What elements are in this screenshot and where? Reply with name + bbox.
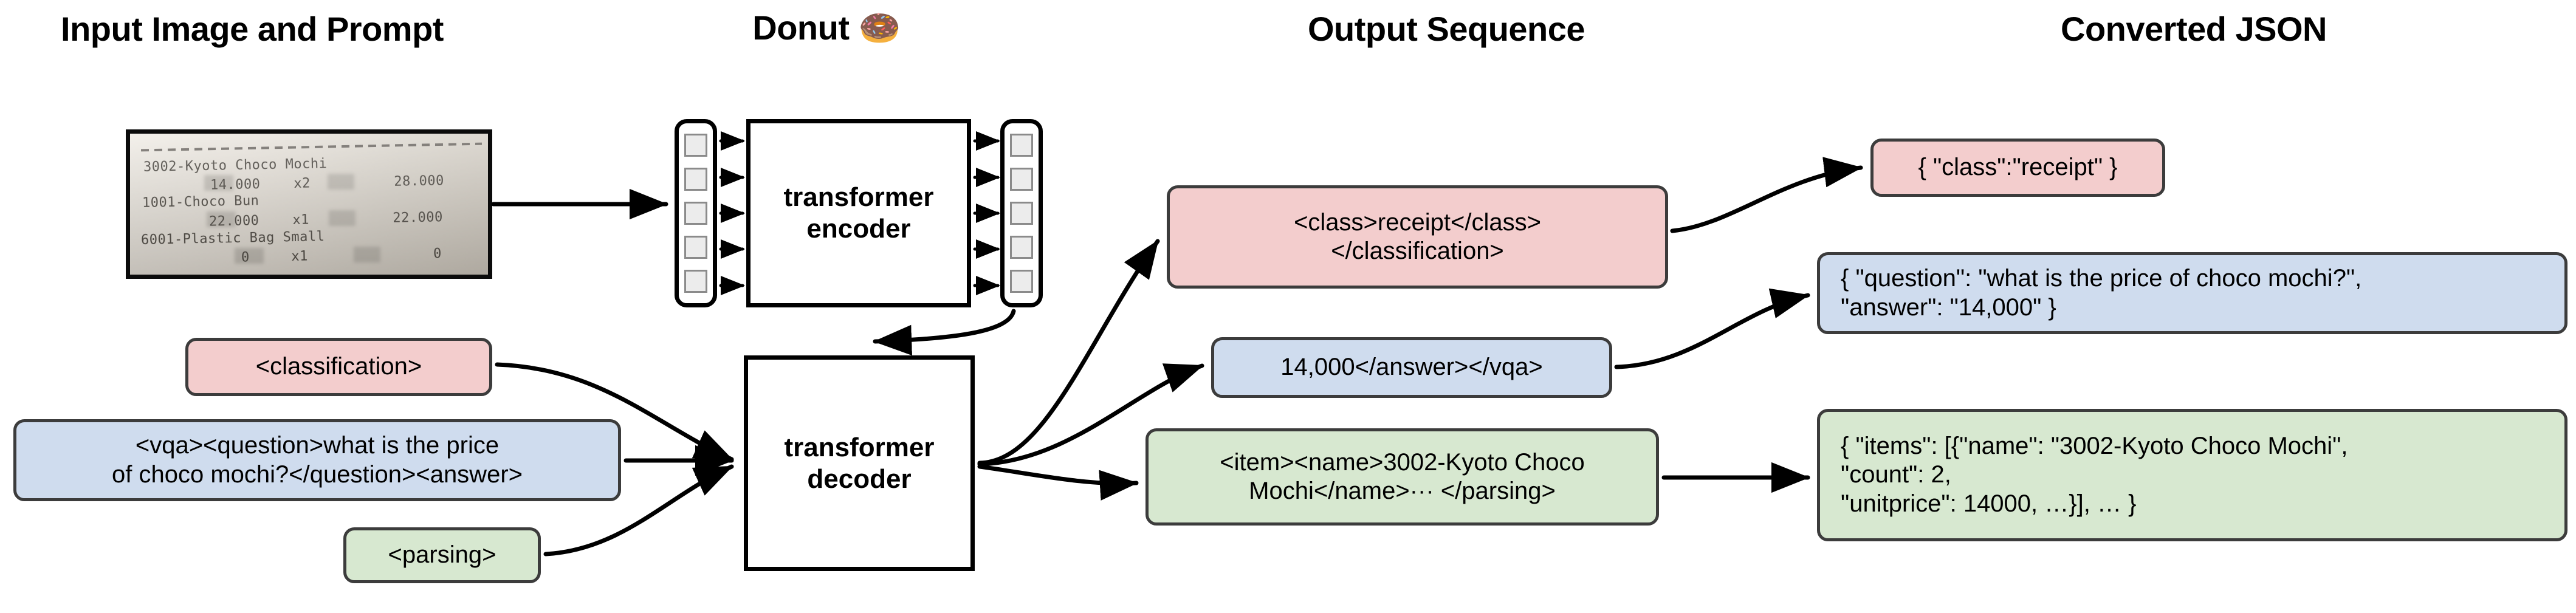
arrow-output-to-json-classification: [1670, 157, 1863, 233]
heading-donut: Donut 🍩: [752, 9, 901, 47]
prompt-box-parsing[interactable]: <parsing>: [343, 527, 541, 583]
token-square: [1010, 270, 1033, 293]
encoder-input-token-strip: [675, 119, 717, 307]
converted-json-vqa[interactable]: { "question": "what is the price of choc…: [1817, 252, 2567, 334]
encoder-output-token-strip: [1000, 119, 1043, 307]
token-square: [684, 270, 707, 293]
token-square: [1010, 134, 1033, 157]
redaction-box: [354, 247, 380, 262]
heading-converted-json: Converted JSON: [2061, 10, 2327, 48]
prompt-box-vqa[interactable]: <vqa><question>what is the price of choc…: [13, 419, 621, 501]
token-square: [684, 236, 707, 259]
heading-output-sequence: Output Sequence: [1307, 10, 1585, 48]
token-square: [684, 134, 707, 157]
token-square: [1010, 236, 1033, 259]
prompt-box-classification[interactable]: <classification>: [185, 338, 492, 396]
arrow-decoder-to-output-parsing: [977, 464, 1139, 501]
heading-input-image-and-prompt: Input Image and Prompt: [61, 10, 444, 48]
token-square: [1010, 168, 1033, 191]
receipt-line: 1001-Choco Bun: [142, 193, 259, 211]
redaction-box: [235, 248, 264, 264]
arrow-output-to-json-vqa: [1614, 288, 1810, 369]
redaction-box: [204, 175, 233, 191]
output-sequence-parsing[interactable]: <item><name>3002-Kyoto Choco Mochi</name…: [1145, 428, 1659, 526]
input-receipt-image: 3002-Kyoto Choco Mochi 14.000 x2 28.000 …: [126, 129, 492, 279]
output-sequence-vqa[interactable]: 14,000</answer></vqa>: [1211, 337, 1612, 398]
transformer-encoder-block: transformer encoder: [746, 119, 971, 307]
arrow-encoder-to-decoder: [873, 309, 1016, 356]
token-square: [1010, 202, 1033, 225]
token-square: [684, 168, 707, 191]
token-square: [684, 202, 707, 225]
transformer-decoder-block: transformer decoder: [744, 355, 975, 571]
converted-json-classification[interactable]: { "class":"receipt" }: [1870, 139, 2165, 197]
redaction-box: [207, 211, 236, 227]
converted-json-parsing[interactable]: { "items": [{"name": "3002-Kyoto Choco M…: [1817, 409, 2567, 541]
receipt-paper: [130, 134, 488, 275]
output-sequence-classification[interactable]: <class>receipt</class> </classification>: [1167, 185, 1668, 289]
redaction-box: [328, 174, 354, 190]
redaction-box: [329, 210, 355, 226]
